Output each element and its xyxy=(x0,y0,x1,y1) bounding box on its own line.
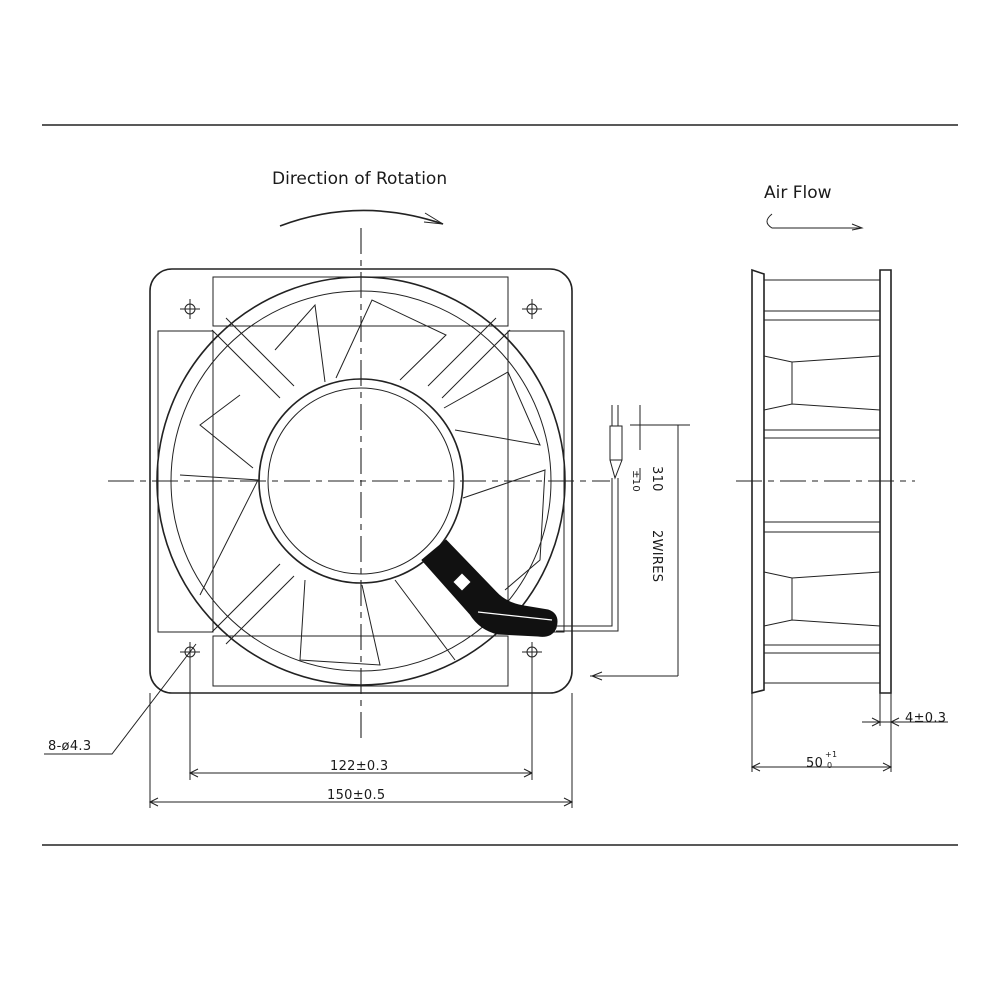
side-body xyxy=(763,279,881,684)
depth-tol-lower: 0 xyxy=(827,761,832,770)
side-view: Air Flow 4±0.3 50 +1 0 xyxy=(736,183,948,772)
spokes xyxy=(211,317,511,645)
rotation-arrow-head xyxy=(423,212,444,225)
lead-dimension-arrow xyxy=(590,671,603,681)
frame-width-label: 150±0.5 xyxy=(327,788,385,803)
flange-label: 4±0.3 xyxy=(905,711,946,726)
wires-label: 2WIRES xyxy=(649,530,664,582)
side-dimension-lines xyxy=(751,693,948,772)
airflow-arrow xyxy=(766,213,864,231)
corner-pad-right xyxy=(507,330,565,633)
rotation-arrow xyxy=(279,209,444,227)
wire-sleeve xyxy=(609,425,623,461)
hole-label: 8-ø4.3 xyxy=(48,739,91,754)
corner-pad-top xyxy=(212,276,509,327)
corner-pad-top-left xyxy=(157,330,214,633)
depth-label: 50 xyxy=(806,756,823,771)
fan-blades xyxy=(179,299,546,666)
wire-end-taper xyxy=(609,459,623,480)
front-view: Direction of Rotation xyxy=(44,169,690,808)
corner-pad-bottom xyxy=(212,635,509,687)
lead-dimension-lines xyxy=(590,405,690,677)
side-dimension-arrows xyxy=(750,717,900,772)
strut-marker xyxy=(453,573,471,591)
lead-wires xyxy=(556,405,619,632)
lead-tolerance-label: ±10 xyxy=(630,470,641,492)
cable-strut xyxy=(421,539,558,637)
rotation-label: Direction of Rotation xyxy=(272,169,447,189)
dimension-arrows xyxy=(148,768,574,807)
lead-length-label: 310 xyxy=(649,466,664,492)
airflow-label: Air Flow xyxy=(764,183,832,203)
strut-highlight xyxy=(477,611,553,621)
hole-leader-line xyxy=(44,643,197,755)
side-flange-left xyxy=(751,268,765,695)
width-dimension-lines xyxy=(149,662,573,808)
hole-pitch-label: 122±0.3 xyxy=(330,759,388,774)
depth-tol-upper: +1 xyxy=(825,750,837,759)
